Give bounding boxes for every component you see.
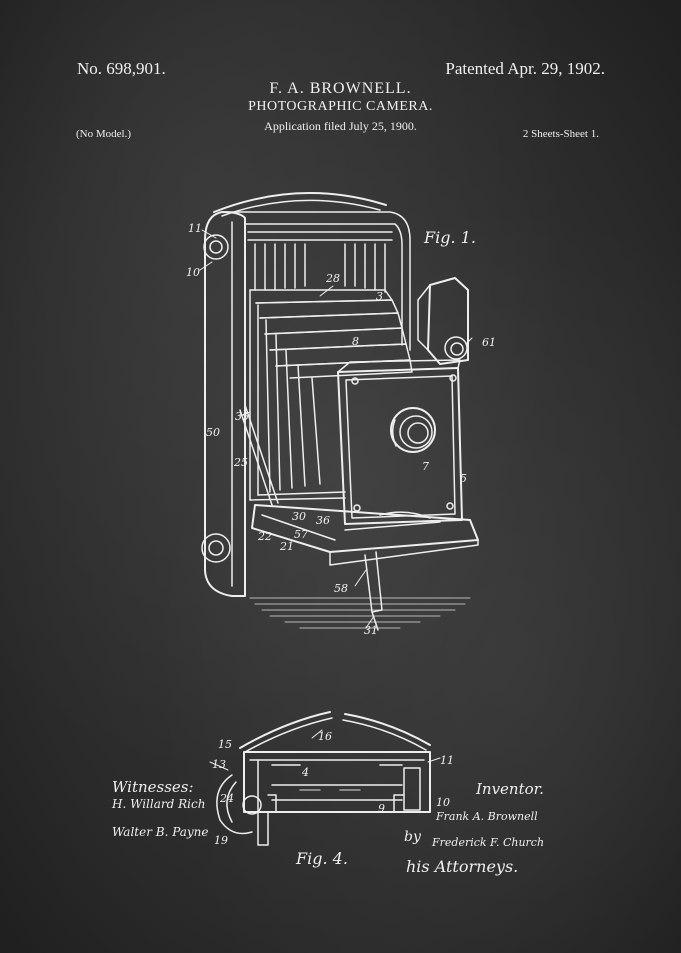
fig1-ref-30: 30 <box>292 510 306 523</box>
attorneys-label: his Attorneys. <box>406 857 519 876</box>
patent-number: No. 698,901. <box>77 59 166 78</box>
attorney-signature: Frederick F. Church <box>432 836 545 849</box>
fig1-ref-11: 11 <box>188 222 202 235</box>
witness-signature-1: H. Willard Rich <box>112 797 206 811</box>
fig1-ref-31: 31 <box>364 624 378 637</box>
by-label: by <box>404 829 421 845</box>
fig1-ref-21: 21 <box>279 540 294 553</box>
fig1-ref-7: 7 <box>422 460 429 473</box>
patented-date: Patented Apr. 29, 1902. <box>445 59 605 78</box>
fig1-ref-61: 61 <box>482 336 496 349</box>
fig1-ref-8: 8 <box>352 335 359 348</box>
model-note: (No Model.) <box>76 128 131 140</box>
fig1-label: Fig. 1. <box>424 228 476 247</box>
patent-title: PHOTOGRAPHIC CAMERA. <box>248 99 433 114</box>
fig1-ref-36: 36 <box>316 514 330 527</box>
inventor-signature: Frank A. Brownell <box>436 810 538 823</box>
witness-signature-2: Walter B. Payne <box>112 825 209 839</box>
fig4-ref-13: 13 <box>212 758 226 771</box>
fig4-ref-11: 11 <box>440 754 454 767</box>
fig1-ref-3: 3 <box>376 290 383 303</box>
fig4-ref-10: 10 <box>436 796 450 809</box>
inventor-name: F. A. BROWNELL. <box>269 80 412 97</box>
fig1-ref-50: 50 <box>206 426 220 439</box>
fig1-ref-22: 22 <box>257 530 272 543</box>
fig4-ref-16: 16 <box>318 730 332 743</box>
sheet-count: 2 Sheets-Sheet 1. <box>522 128 599 140</box>
application-filed: Application filed July 25, 1900. <box>264 119 417 133</box>
fig4-reference-numerals: 16 15 13 4 11 24 9 10 19 <box>212 730 454 847</box>
fig4-ref-19: 19 <box>214 834 228 847</box>
fig1-ref-10: 10 <box>186 266 200 279</box>
fig4-ref-24: 24 <box>219 792 234 805</box>
witnesses-label: Witnesses: <box>112 778 194 796</box>
fig1-ref-5: 5 <box>460 472 467 485</box>
fig1-ref-57: 57 <box>294 528 308 541</box>
fig1-ref-25: 25 <box>233 456 248 469</box>
fig1-ref-58: 58 <box>334 582 348 595</box>
fig4-ref-9: 9 <box>378 802 385 815</box>
fig1-ref-35: 35 <box>235 410 249 423</box>
fig1-ref-28: 28 <box>325 272 340 285</box>
fig4-ref-4: 4 <box>301 766 309 779</box>
fig4-ref-15: 15 <box>218 738 232 751</box>
inventor-label: Inventor. <box>476 780 544 798</box>
fig4-label: Fig. 4. <box>296 849 348 868</box>
fig1-reference-numerals: 11 10 28 3 8 61 35 50 7 25 5 30 22 21 57… <box>186 222 496 637</box>
